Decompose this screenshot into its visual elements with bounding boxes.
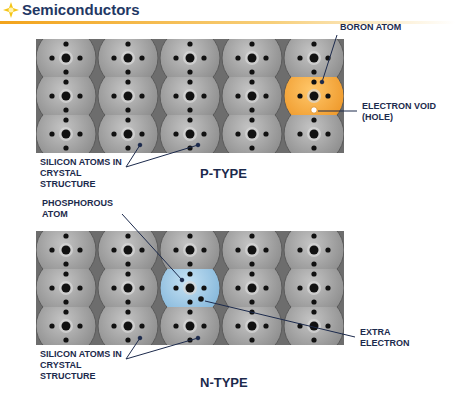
silicon-atom <box>36 269 96 307</box>
phosphorus-atom <box>160 269 220 307</box>
silicon-atom <box>284 269 344 307</box>
silicon-atom <box>222 115 282 153</box>
silicon-atom <box>222 39 282 77</box>
leader-line <box>322 35 337 82</box>
silicon-atom <box>160 77 220 115</box>
lattice-row <box>36 39 344 77</box>
callout-label: PHOSPHOROUS ATOM <box>42 198 120 220</box>
leader-dot <box>180 278 184 282</box>
leader-line <box>318 111 357 112</box>
leader-line <box>126 145 198 167</box>
silicon-atom <box>98 269 158 307</box>
star-icon <box>3 2 19 18</box>
silicon-atom <box>222 77 282 115</box>
diagram-title: Semiconductors <box>22 1 140 19</box>
silicon-atom <box>98 307 158 345</box>
silicon-atom <box>36 307 96 345</box>
lattice-row <box>36 269 344 307</box>
leader-dot <box>196 336 200 340</box>
silicon-atom <box>160 231 220 269</box>
lattice-row <box>36 77 344 115</box>
callout-label: SILICON ATOMS IN CRYSTAL STRUCTURE <box>40 349 122 382</box>
leader-line <box>126 338 198 359</box>
leader-dot <box>138 336 142 340</box>
callout-label: SILICON ATOMS IN CRYSTAL STRUCTURE <box>40 157 122 190</box>
silicon-atom <box>284 231 344 269</box>
silicon-atom <box>36 115 96 153</box>
type-heading: P-TYPE <box>200 166 247 181</box>
silicon-atom <box>284 39 344 77</box>
leader-dot <box>138 143 142 147</box>
type-heading: N-TYPE <box>200 375 248 390</box>
silicon-atom <box>36 39 96 77</box>
lattice-row <box>36 231 344 269</box>
silicon-atom <box>284 115 344 153</box>
silicon-atom <box>98 231 158 269</box>
callout-label: BORON ATOM <box>340 22 445 33</box>
leader-dot <box>196 143 200 147</box>
silicon-atom <box>36 77 96 115</box>
silicon-atom <box>160 39 220 77</box>
silicon-atom <box>98 77 158 115</box>
lattice-row <box>36 307 344 345</box>
silicon-atom <box>222 269 282 307</box>
silicon-atom <box>36 231 96 269</box>
leader-lines <box>122 35 357 359</box>
boron-atom <box>284 77 344 115</box>
callout-label: EXTRA ELECTRON <box>360 327 438 349</box>
extra-electron <box>198 296 204 302</box>
callout-label: ELECTRON VOID (HOLE) <box>362 101 440 123</box>
crystal-lattices <box>36 28 344 356</box>
leader-line <box>122 214 182 280</box>
electron-hole <box>311 107 317 113</box>
silicon-atom <box>284 307 344 345</box>
silicon-atom <box>98 115 158 153</box>
silicon-atom <box>98 39 158 77</box>
silicon-atom <box>160 307 220 345</box>
leader-dot <box>320 80 324 84</box>
silicon-atom <box>222 231 282 269</box>
leader-line <box>205 301 355 337</box>
